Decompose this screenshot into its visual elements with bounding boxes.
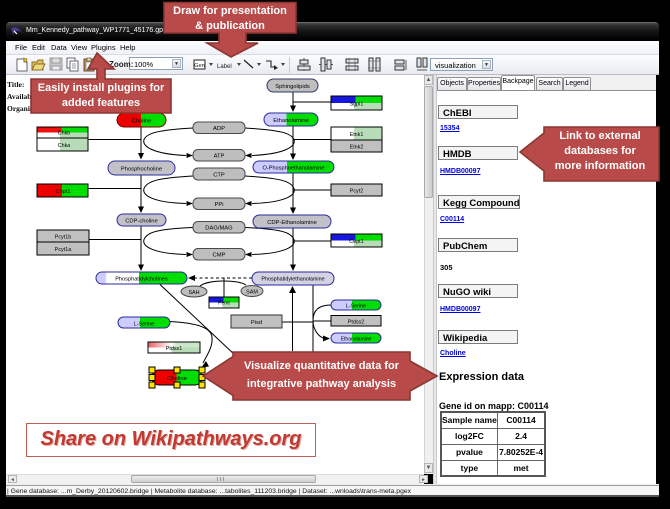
- svg-text:L-Serine: L-Serine: [134, 322, 154, 328]
- svg-text:DAG/MAG: DAG/MAG: [205, 226, 233, 232]
- svg-text:CTP: CTP: [213, 173, 225, 179]
- svg-text:Phosphatidylethanolamine: Phosphatidylethanolamine: [261, 277, 324, 283]
- svg-text:Ptdss2: Ptdss2: [348, 320, 364, 326]
- svg-text:Chpt1: Chpt1: [56, 189, 71, 195]
- svg-text:Choline: Choline: [132, 119, 152, 125]
- svg-text:Pcyt2: Pcyt2: [350, 189, 363, 195]
- svg-text:L-Serine: L-Serine: [346, 304, 366, 310]
- svg-text:Ethanolamine: Ethanolamine: [273, 118, 308, 124]
- svg-text:O-Phosphoethanolamine: O-Phosphoethanolamine: [263, 166, 325, 172]
- svg-text:PPi: PPi: [214, 202, 223, 208]
- svg-text:Ptdss1: Ptdss1: [166, 346, 182, 352]
- svg-text:Choline: Choline: [167, 376, 187, 382]
- svg-text:Zoom:: Zoom:: [109, 60, 133, 69]
- svg-text:SAM: SAM: [246, 290, 258, 296]
- svg-text:Phosphocholine: Phosphocholine: [121, 167, 162, 173]
- svg-text:Etnk1: Etnk1: [350, 132, 364, 138]
- svg-text:Gen: Gen: [194, 63, 204, 69]
- svg-text:ADP: ADP: [213, 126, 225, 132]
- svg-text:Pcyt1b: Pcyt1b: [55, 235, 71, 241]
- svg-text:CDP-choline: CDP-choline: [125, 219, 158, 225]
- svg-text:Chkb: Chkb: [58, 131, 71, 137]
- svg-text:Chka: Chka: [58, 143, 71, 149]
- svg-text:SAH: SAH: [188, 290, 199, 296]
- svg-text:Sgpl1: Sgpl1: [350, 102, 364, 108]
- svg-text:Phosphatidylcholines: Phosphatidylcholines: [115, 277, 168, 283]
- svg-text:CDP-Ethanolamine: CDP-Ethanolamine: [267, 220, 317, 226]
- svg-text:CMP: CMP: [213, 253, 226, 259]
- svg-text:Etnk2: Etnk2: [350, 145, 364, 151]
- svg-text:Cept1: Cept1: [349, 239, 363, 245]
- svg-text:Sphingolipids: Sphingolipids: [275, 84, 310, 90]
- svg-text:Pcyt1a: Pcyt1a: [55, 247, 71, 253]
- svg-text:Pemt: Pemt: [218, 301, 230, 307]
- svg-text:Pisd: Pisd: [251, 320, 262, 326]
- svg-text:ATP: ATP: [214, 154, 225, 160]
- svg-text:Label: Label: [217, 64, 232, 70]
- svg-text:Ethanolamine: Ethanolamine: [341, 337, 372, 343]
